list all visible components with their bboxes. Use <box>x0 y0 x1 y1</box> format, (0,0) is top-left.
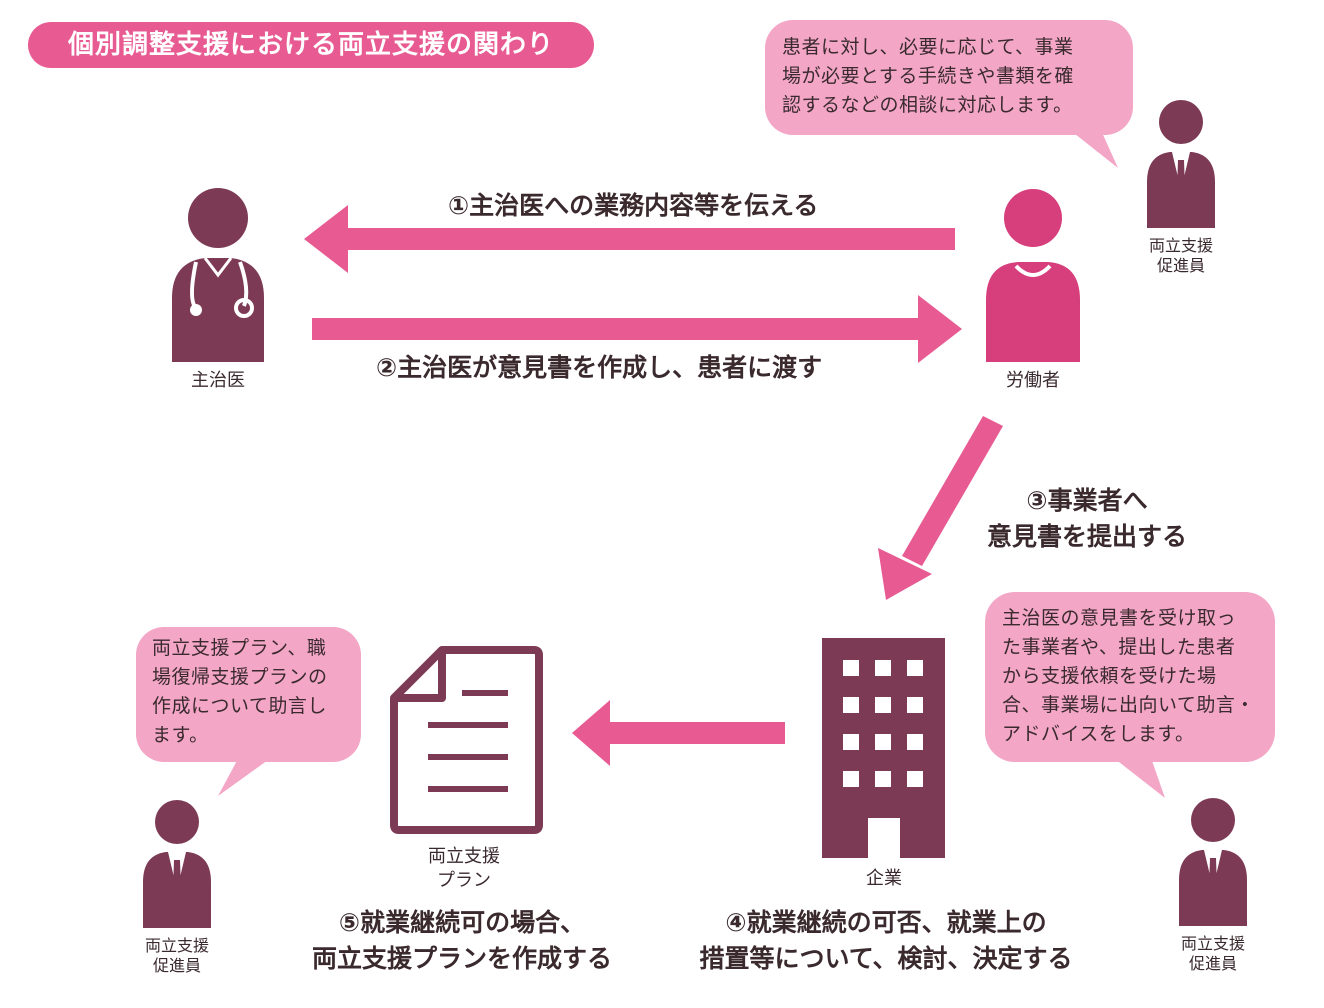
promoter-icon-bottom-left <box>143 800 211 928</box>
promoter-icon-bottom-right <box>1179 798 1247 926</box>
promoter-label-bottom-right: 両立支援 促進員 <box>1180 934 1245 973</box>
building-icon <box>822 638 945 858</box>
promoter-label-top-right: 両立支援 促進員 <box>1148 236 1213 275</box>
document-icon <box>390 646 543 834</box>
promoter-label-bottom-left: 両立支援 促進員 <box>144 936 209 975</box>
arrow-step1 <box>304 205 955 273</box>
worker-label: 労働者 <box>1006 370 1060 391</box>
step2-label: ②主治医が意見書を作成し、患者に渡す <box>376 353 823 382</box>
arrow-step5 <box>572 700 785 766</box>
step1-label: ①主治医への業務内容等を伝える <box>448 191 819 220</box>
speech-bubble-bottom-right <box>985 592 1275 798</box>
bubble-text-bottom-right: 主治医の意見書を受け取っ た事業者や、提出した患者 から支援依頼を受けた場 合、… <box>1002 607 1255 745</box>
plan-label: 両立支援 プラン <box>428 846 500 891</box>
bubble-text-bottom-left: 両立支援プラン、職 場復帰支援プランの 作成について助言し ます。 <box>152 637 328 746</box>
arrow-step2 <box>312 295 962 363</box>
promoter-icon-top-right <box>1147 100 1215 228</box>
step3-label: ③事業者へ 意見書を提出する <box>986 486 1187 551</box>
arrow-step3 <box>878 416 1003 600</box>
page-title: 個別調整支援における両立支援の関わり <box>28 22 594 68</box>
doctor-label: 主治医 <box>191 370 245 391</box>
step5-label: ⑤就業継続可の場合、 両立支援プランを作成する <box>311 908 612 973</box>
worker-icon <box>986 189 1080 362</box>
company-label: 企業 <box>866 868 902 889</box>
bubble-text-top-right: 患者に対し、必要に応じて、事業 場が必要とする手続きや書類を確 認するなどの相談… <box>782 36 1074 116</box>
step4-label: ④就業継続の可否、就業上の 措置等について、検討、決定する <box>699 908 1073 973</box>
speech-bubble-top-right <box>765 20 1133 168</box>
speech-bubble-bottom-left <box>136 627 361 796</box>
doctor-icon <box>172 188 264 362</box>
